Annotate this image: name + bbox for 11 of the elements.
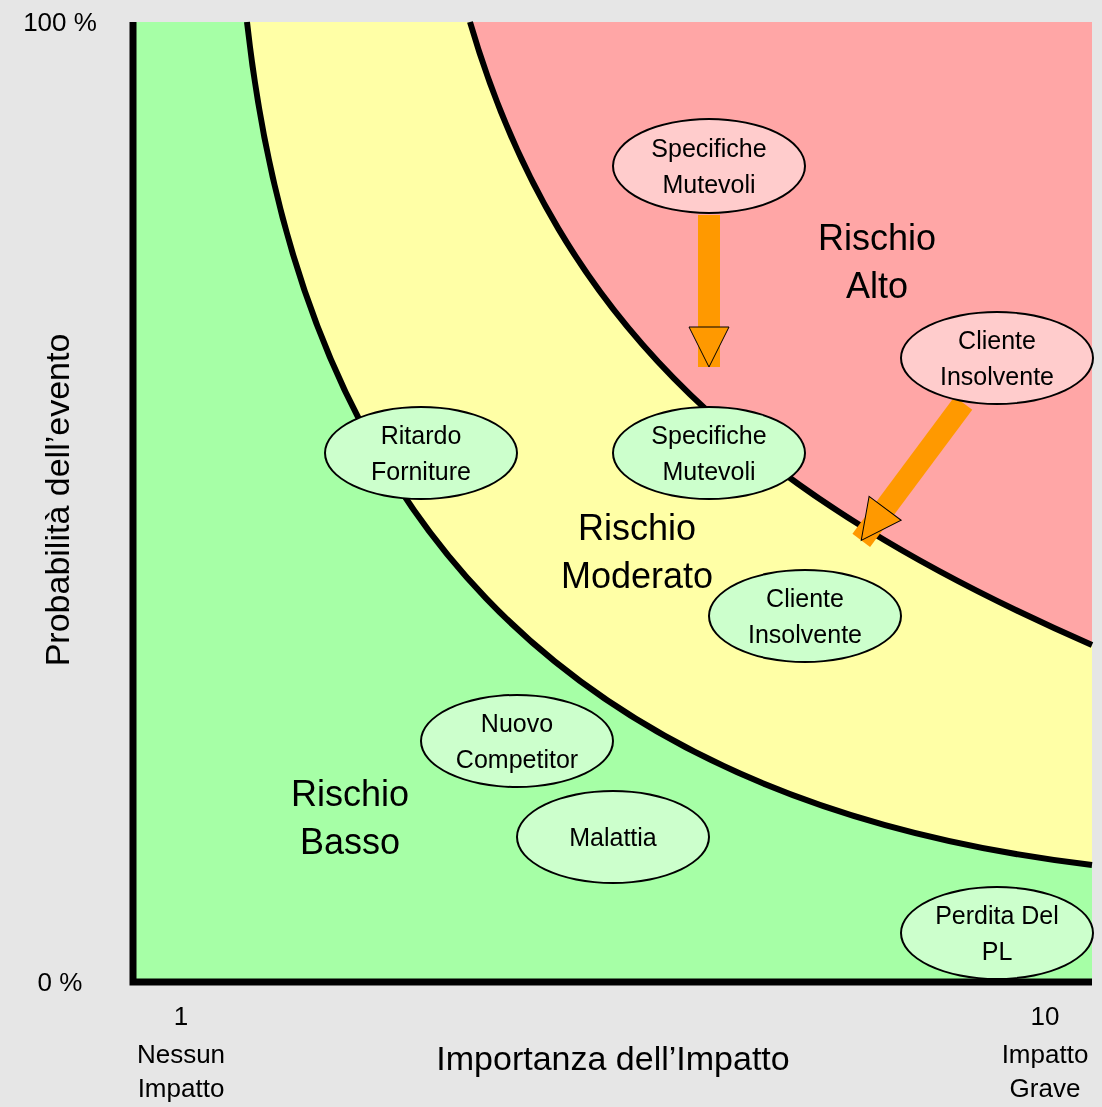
tick-label: 1 xyxy=(172,1000,190,1033)
zone-label: Rischio Alto xyxy=(816,216,937,308)
tick-label: 0 % xyxy=(36,966,84,999)
tick-label: 100 % xyxy=(22,6,98,39)
tick-label: 10 xyxy=(1029,1000,1061,1033)
scale-caption: Nessun Impatto xyxy=(135,1038,227,1105)
arrow xyxy=(688,215,730,368)
axis-title: Probabilità dell’evento xyxy=(37,332,77,669)
axis-title: Importanza dell’Impatto xyxy=(435,1038,791,1078)
scale-caption: Impatto Grave xyxy=(1000,1038,1090,1105)
zone-label: Rischio Basso xyxy=(289,772,410,864)
